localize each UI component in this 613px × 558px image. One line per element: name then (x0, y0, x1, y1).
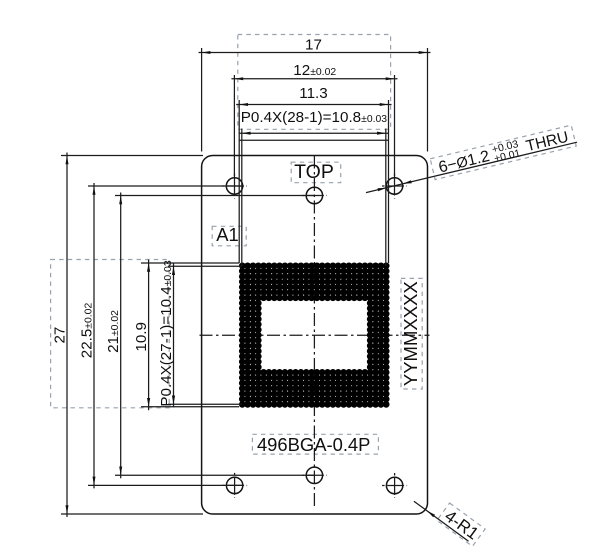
svg-text:10.9: 10.9 (133, 322, 150, 352)
svg-text:TOP: TOP (294, 161, 334, 183)
svg-text:P0.4X(28-1)=10.8±0.03: P0.4X(28-1)=10.8±0.03 (241, 109, 387, 126)
svg-text:496BGA-0.4P: 496BGA-0.4P (257, 434, 370, 455)
svg-text:27: 27 (51, 327, 68, 344)
svg-text:THRU: THRU (524, 129, 570, 156)
svg-text:17: 17 (305, 36, 322, 53)
svg-text:12±0.02: 12±0.02 (293, 62, 336, 79)
svg-text:21±0.02: 21±0.02 (105, 310, 122, 353)
svg-text:A1: A1 (216, 224, 239, 245)
svg-text:P0.4X(27-1)=10.4±0.03: P0.4X(27-1)=10.4±0.03 (158, 260, 175, 406)
svg-text:YYMMXXXX: YYMMXXXX (400, 281, 421, 386)
svg-text:22.5±0.02: 22.5±0.02 (78, 303, 95, 359)
svg-text:11.3: 11.3 (299, 85, 327, 102)
svg-text:6−Ø1.2: 6−Ø1.2 (437, 148, 491, 177)
